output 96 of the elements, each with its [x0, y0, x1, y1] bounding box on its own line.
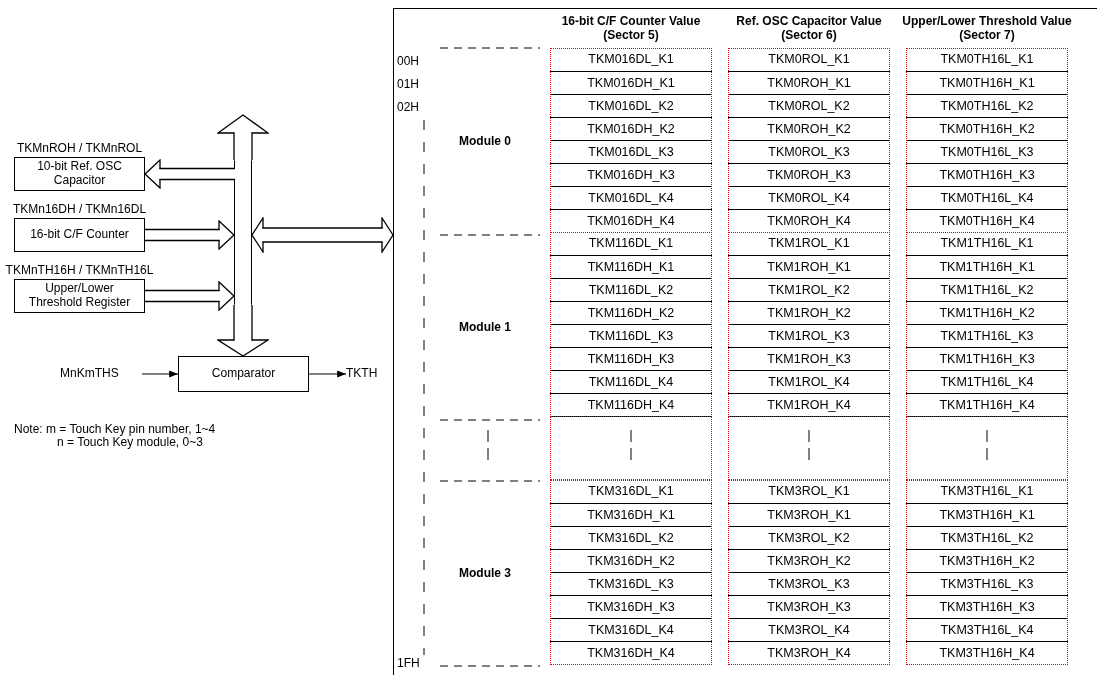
- register-name-label: TKMnROH / TKMnROL: [15, 141, 144, 155]
- register-cell-text: TKM316DL_K1: [587, 483, 675, 500]
- register-cell: TKM1ROH_K2: [728, 301, 890, 324]
- column-header: Upper/Lower Threshold Value (Sector 7): [901, 15, 1073, 43]
- register-cell-text: TKM3TH16L_K1: [939, 483, 1035, 500]
- register-map-panel: [393, 8, 1097, 675]
- register-cell: TKM0TH16H_K4: [906, 209, 1068, 232]
- register-cell: TKM316DH_K2: [550, 549, 712, 572]
- register-box: 16-bit C/F Counter: [14, 218, 145, 252]
- register-cell: TKM316DL_K3: [550, 572, 712, 595]
- register-cell: TKM116DH_K3: [550, 347, 712, 370]
- register-cell: TKM1ROL_K2: [728, 278, 890, 301]
- register-cell: TKM1ROH_K1: [728, 255, 890, 278]
- register-cell-text: TKM1ROL_K1: [767, 235, 851, 252]
- register-cell: TKM116DH_K1: [550, 255, 712, 278]
- register-cell-text: TKM3ROL_K1: [767, 483, 851, 500]
- register-cell: TKM316DH_K4: [550, 641, 712, 664]
- signal-label: MnKmTHS: [60, 366, 132, 382]
- register-cell: TKM0ROH_K4: [728, 209, 890, 232]
- register-cell: TKM3TH16H_K1: [906, 503, 1068, 526]
- register-cell: TKM116DL_K3: [550, 324, 712, 347]
- register-cell: TKM0TH16L_K4: [906, 186, 1068, 209]
- register-cell-text: TKM0TH16L_K1: [939, 51, 1035, 68]
- register-cell: TKM3ROH_K4: [728, 641, 890, 664]
- register-cell: TKM316DH_K1: [550, 503, 712, 526]
- register-cell: TKM1ROL_K4: [728, 370, 890, 393]
- register-cell: TKM0TH16H_K2: [906, 117, 1068, 140]
- register-cell: TKM3TH16H_K3: [906, 595, 1068, 618]
- note-text: n = Touch Key module, 0~3: [57, 435, 204, 449]
- register-cell: TKM116DH_K2: [550, 301, 712, 324]
- register-cell-text: TKM1TH16L_K1: [939, 235, 1035, 252]
- register-cell: TKM3TH16L_K2: [906, 526, 1068, 549]
- register-cell: TKM016DH_K1: [550, 71, 712, 94]
- register-cell: TKM0TH16H_K1: [906, 71, 1068, 94]
- register-cell: TKM3TH16L_K3: [906, 572, 1068, 595]
- register-cell-text: TKM116DL_K1: [587, 235, 675, 252]
- register-cell: TKM0TH16L_K3: [906, 140, 1068, 163]
- register-cell: TKM316DH_K3: [550, 595, 712, 618]
- arrow: [141, 370, 179, 378]
- register-cell: TKM016DH_K2: [550, 117, 712, 140]
- register-cell: TKM316DL_K2: [550, 526, 712, 549]
- register-cell: TKM3ROL_K2: [728, 526, 890, 549]
- note-text: Note: m = Touch Key pin number, 1~4: [14, 422, 217, 436]
- address-label: 00H: [397, 54, 420, 68]
- register-cell: TKM3ROL_K3: [728, 572, 890, 595]
- register-cell: TKM016DL_K4: [550, 186, 712, 209]
- register-cell: TKM3ROH_K2: [728, 549, 890, 572]
- register-cell: TKM3ROH_K3: [728, 595, 890, 618]
- register-cell: TKM0ROH_K3: [728, 163, 890, 186]
- register-name-label: TKMnTH16H / TKMnTH16L: [4, 263, 155, 277]
- register-cell: TKM316DL_K4: [550, 618, 712, 641]
- register-cell: TKM016DL_K3: [550, 140, 712, 163]
- register-cell: TKM3TH16H_K4: [906, 641, 1068, 664]
- register-cell: TKM3ROL_K4: [728, 618, 890, 641]
- register-cell: TKM1TH16H_K3: [906, 347, 1068, 370]
- address-label: 1FH: [397, 656, 421, 670]
- register-cell: TKM0ROL_K3: [728, 140, 890, 163]
- register-cell: TKM1TH16L_K3: [906, 324, 1068, 347]
- module-label: Module 3: [459, 566, 512, 580]
- arrow: [308, 370, 347, 378]
- register-cell: TKM116DH_K4: [550, 393, 712, 416]
- register-cell: TKM016DH_K4: [550, 209, 712, 232]
- register-cell: TKM1TH16L_K4: [906, 370, 1068, 393]
- register-cell: TKM0ROH_K2: [728, 117, 890, 140]
- address-label: 02H: [397, 100, 420, 114]
- register-cell: TKM016DL_K2: [550, 94, 712, 117]
- register-cell: TKM3ROH_K1: [728, 503, 890, 526]
- register-cell-text: TKM016DL_K1: [587, 51, 675, 68]
- address-label: 01H: [397, 77, 420, 91]
- register-cell: TKM016DH_K3: [550, 163, 712, 186]
- register-cell: TKM0ROL_K2: [728, 94, 890, 117]
- register-cell: TKM3TH16L_K4: [906, 618, 1068, 641]
- signal-label: TKTH: [346, 366, 382, 382]
- comparator-box: Comparator: [178, 356, 309, 392]
- column-header: 16-bit C/F Counter Value (Sector 5): [560, 15, 702, 43]
- register-cell: TKM1ROH_K4: [728, 393, 890, 416]
- register-cell: TKM1ROL_K3: [728, 324, 890, 347]
- register-cell: TKM0ROH_K1: [728, 71, 890, 94]
- register-box: Upper/Lower Threshold Register: [14, 279, 145, 313]
- register-cell: TKM1ROH_K3: [728, 347, 890, 370]
- module-label: Module 1: [459, 320, 512, 334]
- register-cell: TKM116DL_K4: [550, 370, 712, 393]
- register-cell: TKM1TH16L_K2: [906, 278, 1068, 301]
- register-cell-text: TKM0ROL_K1: [767, 51, 851, 68]
- register-cell: TKM1TH16H_K4: [906, 393, 1068, 416]
- register-cell: TKM116DL_K2: [550, 278, 712, 301]
- module-label: Module 0: [459, 134, 512, 148]
- register-cell: TKM1TH16H_K2: [906, 301, 1068, 324]
- register-box: 10-bit Ref. OSC Capacitor: [14, 157, 145, 191]
- register-cell: TKM0ROL_K4: [728, 186, 890, 209]
- register-cell: TKM3TH16H_K2: [906, 549, 1068, 572]
- register-cell: TKM0TH16H_K3: [906, 163, 1068, 186]
- register-cell: TKM0TH16L_K2: [906, 94, 1068, 117]
- register-cell: TKM1TH16H_K1: [906, 255, 1068, 278]
- column-header: Ref. OSC Capacitor Value (Sector 6): [735, 15, 883, 43]
- register-name-label: TKMn16DH / TKMn16DL: [11, 202, 148, 216]
